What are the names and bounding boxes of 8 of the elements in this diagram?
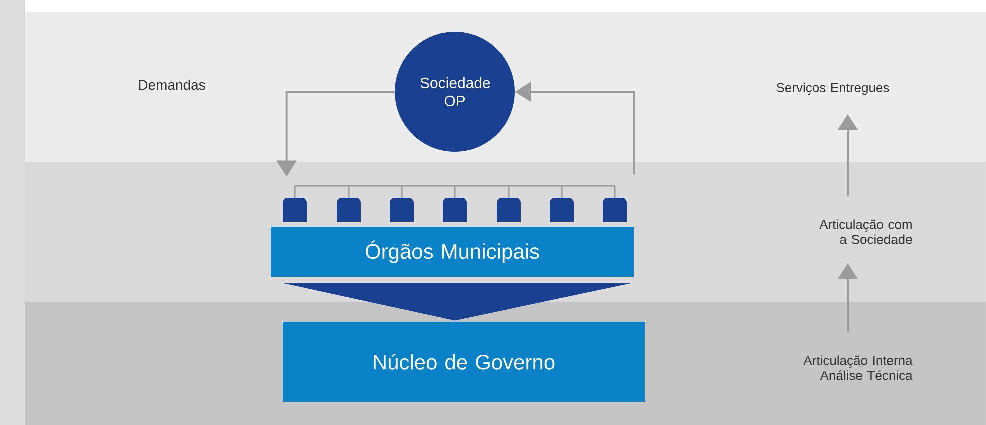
text-label: Demandas <box>139 80 206 90</box>
arrow <box>282 283 632 321</box>
process-box: Órgãos Municipais <box>271 227 634 277</box>
text-label: Serviços Entregues <box>776 82 890 96</box>
process-box: Núcleo de Governo <box>283 322 645 402</box>
text-label: Articulação com a Sociedade <box>820 220 912 244</box>
circle-node: Sociedade OP <box>395 32 515 152</box>
text-label: Articulação Interna Análise Técnica <box>804 356 913 380</box>
